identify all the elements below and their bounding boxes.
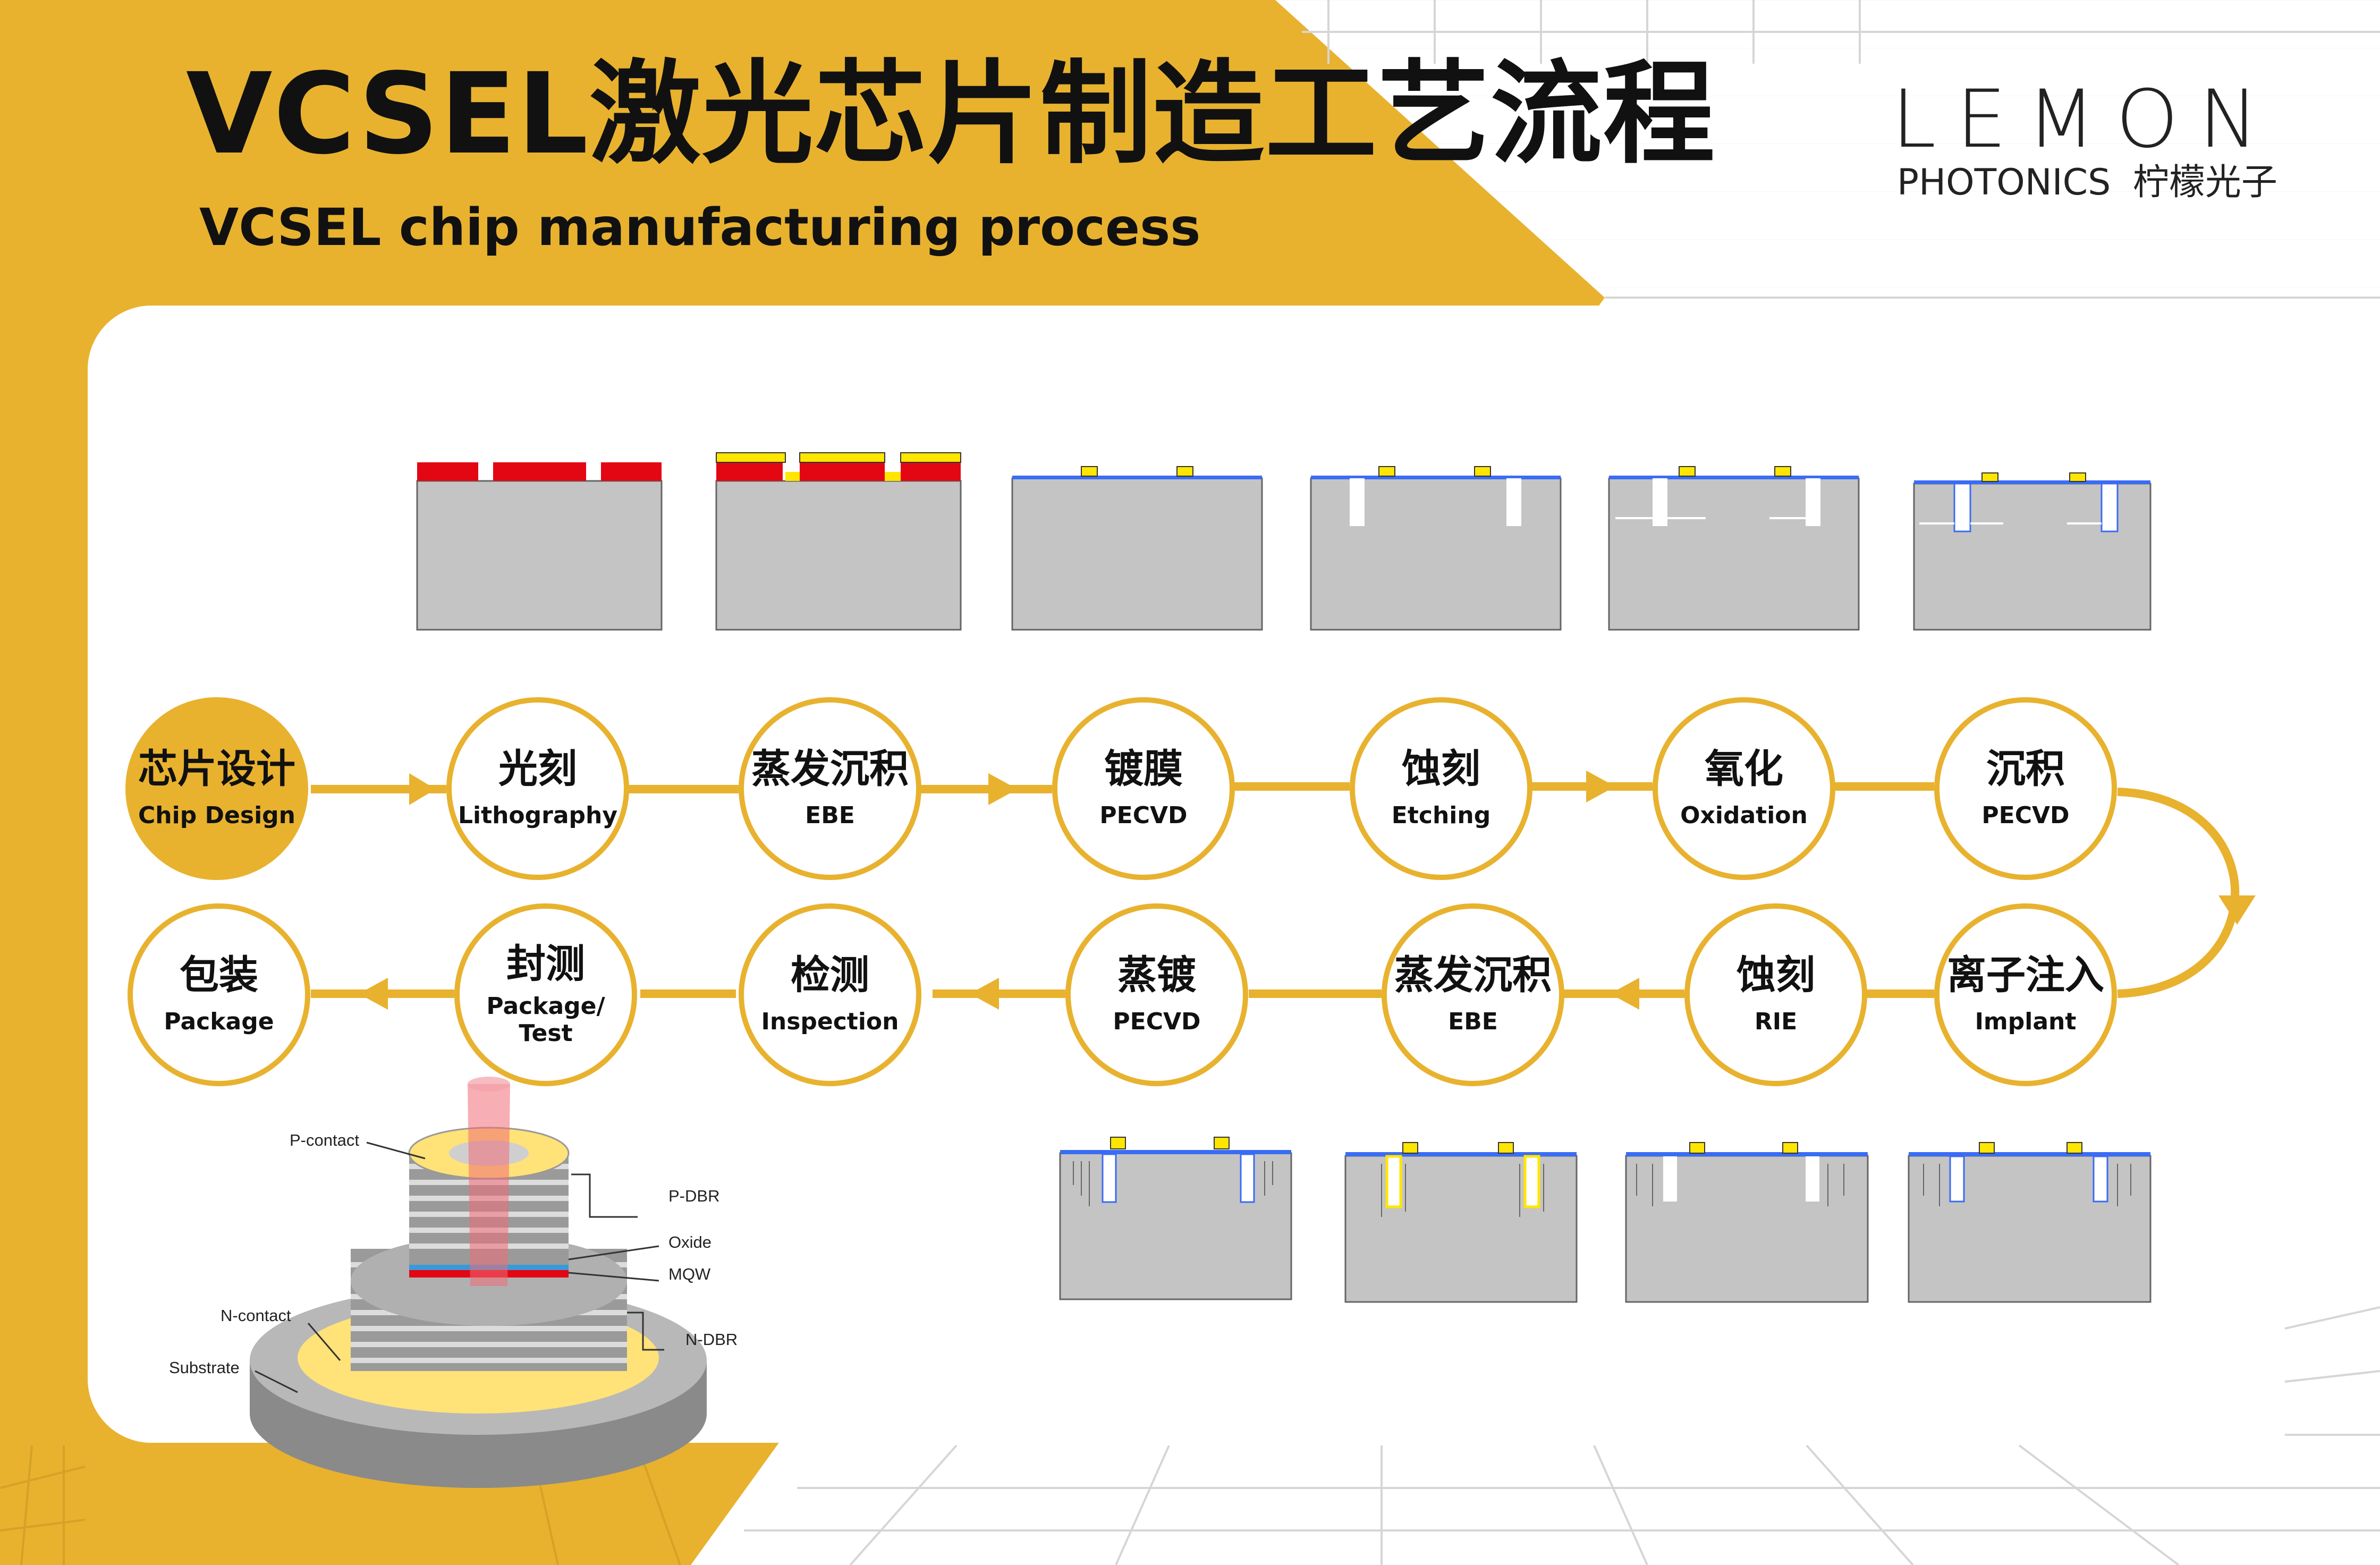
step-label-en: PECVD	[1113, 1008, 1201, 1036]
cross-section-oxidation	[1608, 466, 1860, 631]
step-label-en: Chip Design	[138, 802, 295, 830]
cross-section-ebe	[715, 452, 962, 631]
step-label-zh: 离子注入	[1947, 952, 2104, 998]
step-inspection: 检测 Inspection	[739, 903, 921, 1086]
page-subtitle: VCSEL chip manufacturing process	[199, 198, 1201, 257]
step-rie: 蚀刻 RIE	[1684, 903, 1867, 1086]
cross-section-pecvd-evaporation	[1059, 1137, 1292, 1300]
label-substrate: Substrate	[169, 1358, 240, 1377]
step-label-zh: 氧化	[1705, 746, 1783, 792]
label-mqw: MQW	[668, 1265, 711, 1283]
step-label-zh: 蚀刻	[1737, 952, 1815, 998]
step-label-en: PECVD	[1099, 802, 1188, 830]
step-label-zh: 蒸发沉积	[1394, 952, 1552, 998]
step-label-zh: 芯片设计	[138, 746, 295, 792]
step-label-en: RIE	[1754, 1008, 1798, 1036]
label-p-contact: P-contact	[290, 1131, 359, 1149]
step-label-en: Package/ Test	[486, 993, 605, 1047]
company-logo: LEMON PHOTONICS 柠檬光子	[1892, 80, 2277, 207]
cross-section-pecvd-coating	[1011, 466, 1263, 631]
step-label-zh: 蒸发沉积	[751, 746, 909, 792]
step-label-zh: 蒸镀	[1117, 952, 1196, 998]
label-n-dbr: N-DBR	[685, 1330, 738, 1349]
label-p-dbr: P-DBR	[668, 1187, 720, 1205]
step-label-en: Implant	[1975, 1008, 2077, 1036]
flow-arrowheads	[359, 771, 2256, 1010]
step-label-zh: 包装	[180, 952, 258, 998]
vcsel-structure-illustration	[250, 1077, 707, 1488]
step-label-en: Etching	[1391, 802, 1491, 830]
step-pecvd-coating: 镀膜 PECVD	[1052, 697, 1235, 880]
step-pecvd-evaporation: 蒸镀 PECVD	[1065, 903, 1248, 1086]
step-ebe: 蒸发沉积 EBE	[739, 697, 921, 880]
cross-section-rie	[1625, 1142, 1869, 1303]
logo-wordmark: LEMON	[1892, 73, 2279, 166]
logo-sub-zh: 柠檬光子	[2132, 162, 2277, 204]
step-label-en: Package	[164, 1008, 274, 1036]
step-etching: 蚀刻 Etching	[1350, 697, 1532, 880]
step-ebe-bottom: 蒸发沉积 EBE	[1382, 903, 1564, 1086]
label-oxide: Oxide	[668, 1233, 712, 1251]
step-package: 包装 Package	[128, 903, 310, 1086]
cross-section-pecvd-deposit	[1913, 472, 2152, 631]
step-label-en: EBE	[805, 802, 855, 830]
step-label-en: Lithography	[458, 802, 618, 830]
logo-subtitle: PHOTONICS 柠檬光子	[1897, 165, 2277, 201]
cross-section-etching	[1310, 466, 1562, 631]
step-label-zh: 检测	[791, 952, 869, 998]
step-implant: 离子注入 Implant	[1934, 903, 2117, 1086]
cross-section-implant	[1908, 1142, 2152, 1303]
step-package-test: 封测 Package/ Test	[454, 903, 637, 1086]
step-label-en: PECVD	[1981, 802, 2070, 830]
step-label-zh: 蚀刻	[1402, 746, 1480, 792]
label-n-contact: N-contact	[221, 1306, 291, 1325]
step-label-zh: 封测	[506, 941, 585, 987]
step-label-en: EBE	[1448, 1008, 1498, 1036]
cross-section-lithography	[416, 462, 663, 631]
step-label-zh: 镀膜	[1104, 746, 1183, 792]
step-chip-design: 芯片设计 Chip Design	[125, 697, 308, 880]
logo-sub-en: PHOTONICS	[1897, 162, 2111, 204]
step-label-en: Inspection	[761, 1008, 899, 1036]
step-label-zh: 沉积	[1986, 746, 2065, 792]
cross-section-ebe-bottom	[1344, 1142, 1578, 1303]
page-title: VCSEL激光芯片制造工艺流程	[186, 49, 1716, 179]
step-pecvd-deposit: 沉积 PECVD	[1934, 697, 2117, 880]
step-oxidation: 氧化 Oxidation	[1653, 697, 1835, 880]
step-label-en: Oxidation	[1680, 802, 1808, 830]
step-lithography: 光刻 Lithography	[446, 697, 629, 880]
step-label-zh: 光刻	[498, 746, 577, 792]
